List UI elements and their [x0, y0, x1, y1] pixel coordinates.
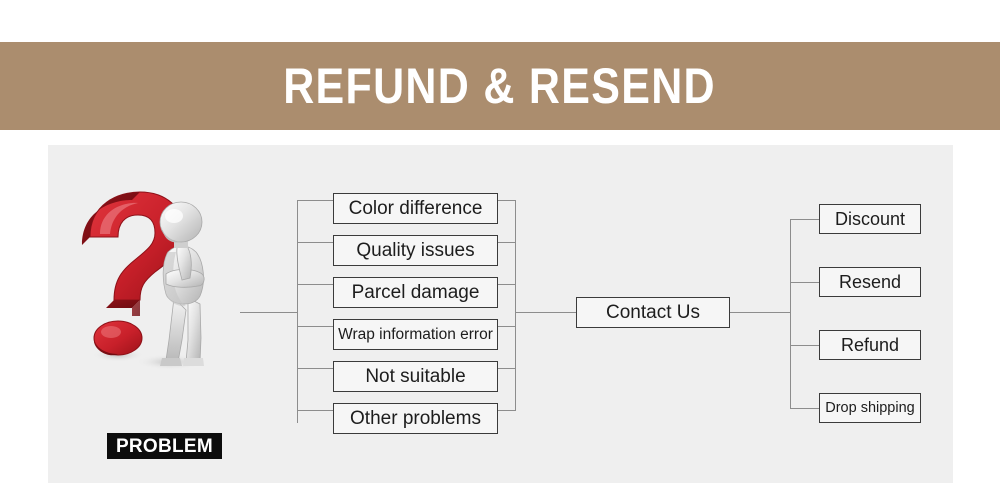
node-label: Resend: [838, 272, 902, 292]
node-issue-other-problems[interactable]: Other problems: [333, 403, 498, 434]
node-label: Refund: [840, 335, 900, 355]
node-label: Wrap information error: [338, 325, 493, 343]
connector-stub-issue-4: [297, 326, 334, 328]
connector-issue-2-out: [498, 242, 515, 244]
node-action-resend[interactable]: Resend: [819, 267, 921, 297]
node-label: Discount: [834, 209, 906, 229]
connector-stub-action-2: [790, 282, 820, 284]
node-label: Other problems: [350, 408, 481, 429]
node-issue-parcel-damage[interactable]: Parcel damage: [333, 277, 498, 308]
connector-contact-to-spine: [730, 312, 790, 314]
node-label: Color difference: [348, 198, 483, 219]
connector-spine-to-contact: [515, 312, 576, 314]
connector-stub-issue-6: [297, 410, 334, 412]
node-action-refund[interactable]: Refund: [819, 330, 921, 360]
connector-issue-5-out: [498, 368, 515, 370]
connector-stub-issue-5: [297, 368, 334, 370]
connector-stub-issue-3: [297, 284, 334, 286]
node-label: Contact Us: [606, 302, 700, 323]
question-mark-icon: [70, 190, 256, 420]
connector-stub-action-4: [790, 408, 820, 410]
connector-problem-to-spine: [240, 312, 297, 314]
problem-label: PROBLEM: [107, 433, 222, 459]
connector-issue-3-out: [498, 284, 515, 286]
node-action-discount[interactable]: Discount: [819, 204, 921, 234]
connector-action-spine: [790, 219, 792, 409]
node-label: Not suitable: [365, 366, 466, 387]
connector-issue-1-out: [498, 200, 515, 202]
node-issue-quality-issues[interactable]: Quality issues: [333, 235, 498, 266]
connector-stub-issue-2: [297, 242, 334, 244]
connector-stub-issue-1: [297, 200, 334, 202]
connector-stub-action-3: [790, 345, 820, 347]
node-issue-color-difference[interactable]: Color difference: [333, 193, 498, 224]
header-banner: REFUND & RESEND: [0, 42, 1000, 130]
connector-left-spine: [297, 200, 299, 423]
connector-merge-spine: [515, 200, 517, 411]
connector-issue-6-out: [498, 410, 515, 412]
diagram-panel: PROBLEM Color difference Quality issues …: [48, 145, 953, 483]
connector-stub-action-1: [790, 219, 820, 221]
node-issue-wrap-information-error[interactable]: Wrap information error: [333, 319, 498, 350]
node-contact-us[interactable]: Contact Us: [576, 297, 730, 328]
node-action-drop-shipping[interactable]: Drop shipping: [819, 393, 921, 423]
node-label: Drop shipping: [825, 399, 915, 416]
node-issue-not-suitable[interactable]: Not suitable: [333, 361, 498, 392]
node-label: Quality issues: [356, 240, 475, 261]
page-title: REFUND & RESEND: [283, 58, 717, 114]
connector-issue-4-out: [498, 326, 515, 328]
problem-illustration-block: PROBLEM: [70, 190, 256, 465]
problem-label-text: PROBLEM: [115, 435, 214, 457]
node-label: Parcel damage: [351, 282, 480, 303]
